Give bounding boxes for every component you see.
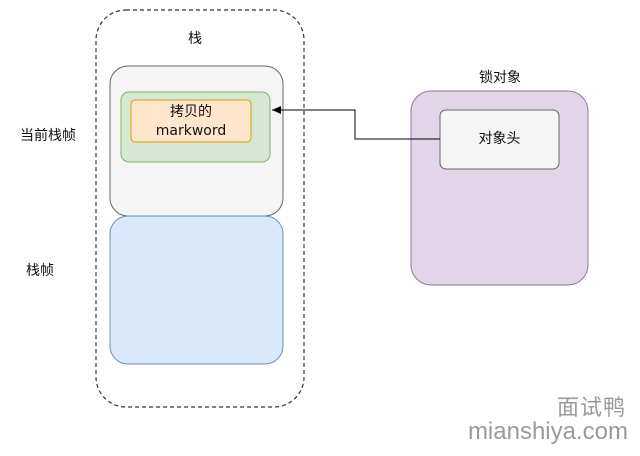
watermark-en: mianshiya.com [467,418,628,445]
current-frame-label: 当前栈帧 [20,128,76,144]
pointer-arrow [272,106,440,140]
copied-markword-box [130,99,252,143]
copied-markword-line1: 拷贝的 [170,104,212,120]
object-header-label: 对象头 [478,131,521,147]
watermark-cn: 面试鸭 [556,396,626,421]
copied-markword-line2: markword [155,123,227,139]
frame-box [109,215,284,365]
frame-label: 栈帧 [26,263,54,279]
stack-label: 栈 [188,31,202,47]
stack-container [95,9,305,408]
lock-object-label: 锁对象 [479,70,521,86]
